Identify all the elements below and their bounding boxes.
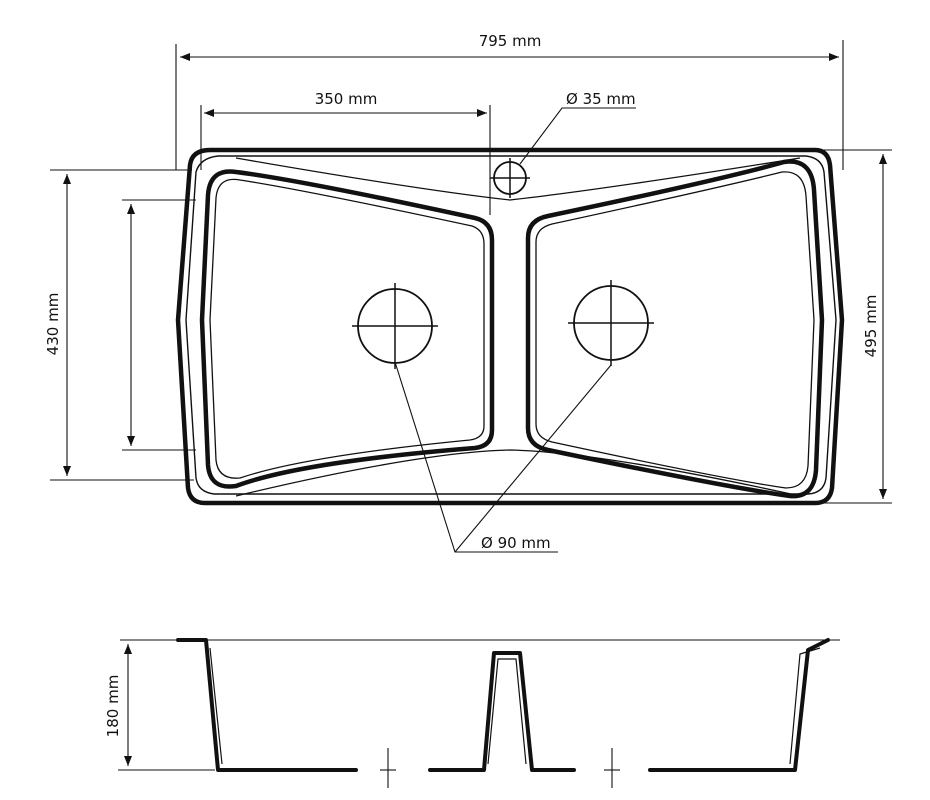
tap-hole-label: Ø 35 mm [566,90,636,108]
bowl-width-label: 350 mm [315,90,378,108]
side-view [118,638,840,788]
sink-outer-rim [175,147,845,506]
dimension-labels: 795 mm 350 mm Ø 35 mm Ø 90 mm 495 mm 430… [44,32,880,737]
tap-hole [490,158,530,198]
sink-profile-inner [209,647,821,765]
drain-label: Ø 90 mm [481,534,551,552]
top-view [175,147,845,506]
right-bowl-inner [535,171,815,489]
bridge-top-curve [235,157,801,201]
left-bowl [199,169,495,489]
right-bowl [525,159,825,499]
sink-inner-contour [185,155,837,495]
right-drain [568,280,654,366]
bridge-bottom-curve [235,449,801,497]
left-drain [352,283,438,369]
bowl-depth-label: 430 mm [44,293,62,356]
overall-depth-label: 495 mm [862,295,880,358]
left-bowl-inner [209,178,485,479]
overall-width-label: 795 mm [479,32,542,50]
sink-profile [176,638,830,772]
dimension-lines [50,40,892,553]
tap-hole-leader [519,107,636,165]
bowl-height-label: 180 mm [104,675,122,738]
